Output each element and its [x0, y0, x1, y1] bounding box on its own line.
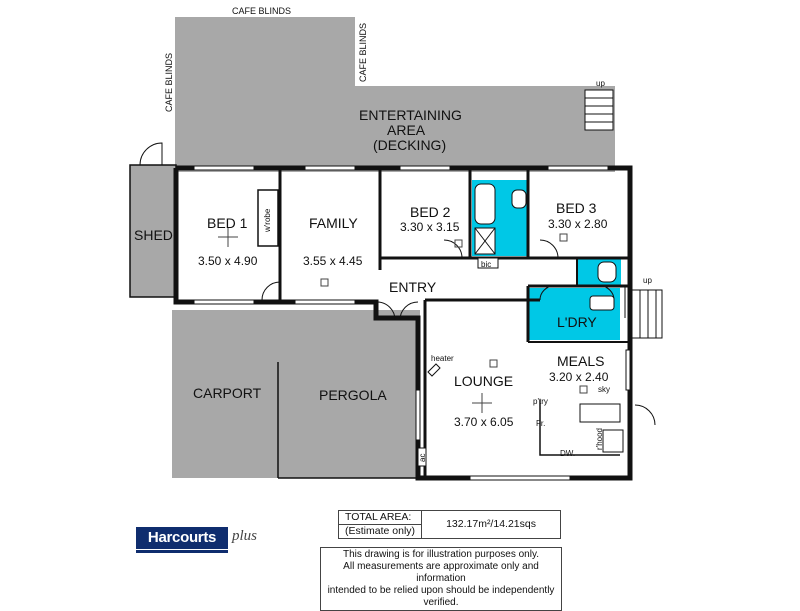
- bed1-name: BED 1: [207, 215, 248, 231]
- fridge-label: Fr.: [536, 419, 545, 428]
- bed3-name: BED 3: [556, 200, 597, 216]
- lounge-dims: 3.70 x 6.05: [454, 415, 514, 429]
- logo-underline: [136, 550, 228, 553]
- shed-area: [130, 165, 176, 297]
- estimate-only-label: (Estimate only): [337, 524, 423, 539]
- entertaining-label-2: AREA: [387, 122, 426, 138]
- heater-label: heater: [431, 354, 454, 363]
- rangehood-label: r'hood: [595, 428, 604, 450]
- disclaimer-line-3: intended to be relied upon should be ind…: [327, 585, 555, 608]
- entertaining-label-3: (DECKING): [373, 137, 446, 153]
- up-right-label: up: [643, 276, 652, 285]
- carport-label: CARPORT: [193, 385, 262, 401]
- logo-plus-text: plus: [232, 528, 258, 544]
- cafe-blinds-right-label: CAFE BLINDS: [358, 23, 368, 82]
- disclaimer-box: This drawing is for illustration purpose…: [320, 547, 562, 611]
- lounge-name: LOUNGE: [454, 373, 513, 389]
- family-name: FAMILY: [309, 215, 358, 231]
- total-area-value: 132.17m²/14.21sqs: [421, 510, 562, 539]
- doors: [139, 142, 656, 426]
- bed2-dims: 3.30 x 3.15: [400, 220, 460, 234]
- disclaimer-line-2: All measurements are approximate only an…: [343, 561, 539, 584]
- carport-area: [172, 310, 420, 478]
- meals-dims: 3.20 x 2.40: [549, 370, 609, 384]
- shed-label: SHED: [134, 227, 173, 243]
- bed3-dims: 3.30 x 2.80: [548, 217, 608, 231]
- cafe-blinds-top-label: CAFE BLINDS: [232, 6, 291, 16]
- disclaimer-line-1: This drawing is for illustration purpose…: [342, 549, 539, 560]
- steps-top: [584, 89, 614, 131]
- entertaining-label-1: ENTERTAINING: [359, 107, 462, 123]
- entry-name: ENTRY: [389, 279, 437, 295]
- bathroom-fixtures: [474, 183, 617, 311]
- heater-and-ac: [417, 363, 441, 467]
- total-area-label: TOTAL AREA:: [337, 510, 423, 525]
- up-top-label: up: [596, 79, 605, 88]
- cafe-blinds-left-label: CAFE BLINDS: [164, 53, 174, 112]
- entertaining-deck: [175, 17, 615, 172]
- sky-label: sky: [598, 385, 610, 394]
- meals-name: MEALS: [557, 353, 604, 369]
- ceiling-fan-icons: [218, 227, 492, 413]
- ac-label: ac: [418, 454, 427, 462]
- bic-label: bic: [481, 260, 491, 269]
- bed1-dims: 3.50 x 4.90: [198, 254, 258, 268]
- pergola-label: PERGOLA: [319, 387, 387, 403]
- light-marks: [320, 233, 588, 394]
- laundry-name: L'DRY: [557, 314, 597, 330]
- family-dims: 3.55 x 4.45: [303, 254, 363, 268]
- dishwasher-label: DW.: [560, 449, 575, 458]
- floor-plan: CAFE BLINDS CAFE BLINDS CAFE BLINDS ENTE…: [129, 6, 663, 481]
- outdoor-areas: [130, 17, 615, 478]
- walls: [129, 164, 633, 481]
- wrobe-label: w'robe: [263, 208, 272, 233]
- steps-right: [631, 289, 663, 339]
- total-area-table: TOTAL AREA: 132.17m²/14.21sqs (Estimate …: [337, 510, 562, 539]
- windows: [193, 165, 631, 481]
- bed2-name: BED 2: [410, 204, 451, 220]
- harcourts-logo: Harcourts: [136, 527, 228, 549]
- pantry-label: p'try: [533, 397, 548, 406]
